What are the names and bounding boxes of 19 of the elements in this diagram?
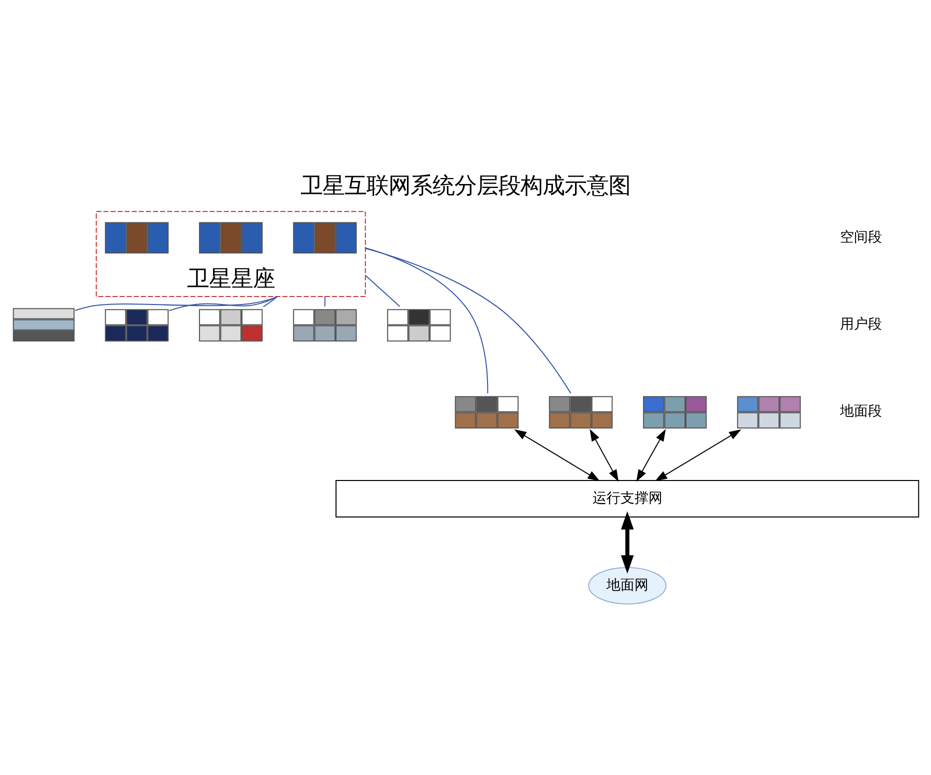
- connector: [365, 248, 572, 394]
- arrow: [620, 511, 634, 574]
- connector: [169, 296, 278, 312]
- node-box: 运行支撑网: [336, 480, 920, 518]
- label: 空间段: [840, 230, 882, 246]
- connector: [324, 296, 326, 306]
- label: 地面段: [840, 404, 882, 420]
- diagram-title: 卫星互联网系统分层段构成示意图: [300, 172, 630, 199]
- connector: [365, 247, 488, 394]
- arrow: [514, 429, 600, 482]
- arrow: [590, 429, 619, 482]
- arrow: [654, 429, 742, 482]
- arrow: [636, 429, 666, 482]
- cluster: 卫星星座: [96, 211, 366, 297]
- label: 用户段: [840, 316, 882, 333]
- connector: [75, 296, 278, 311]
- connector: [365, 274, 400, 307]
- node-ellipse: 地面网: [588, 567, 666, 604]
- connector: [263, 296, 278, 308]
